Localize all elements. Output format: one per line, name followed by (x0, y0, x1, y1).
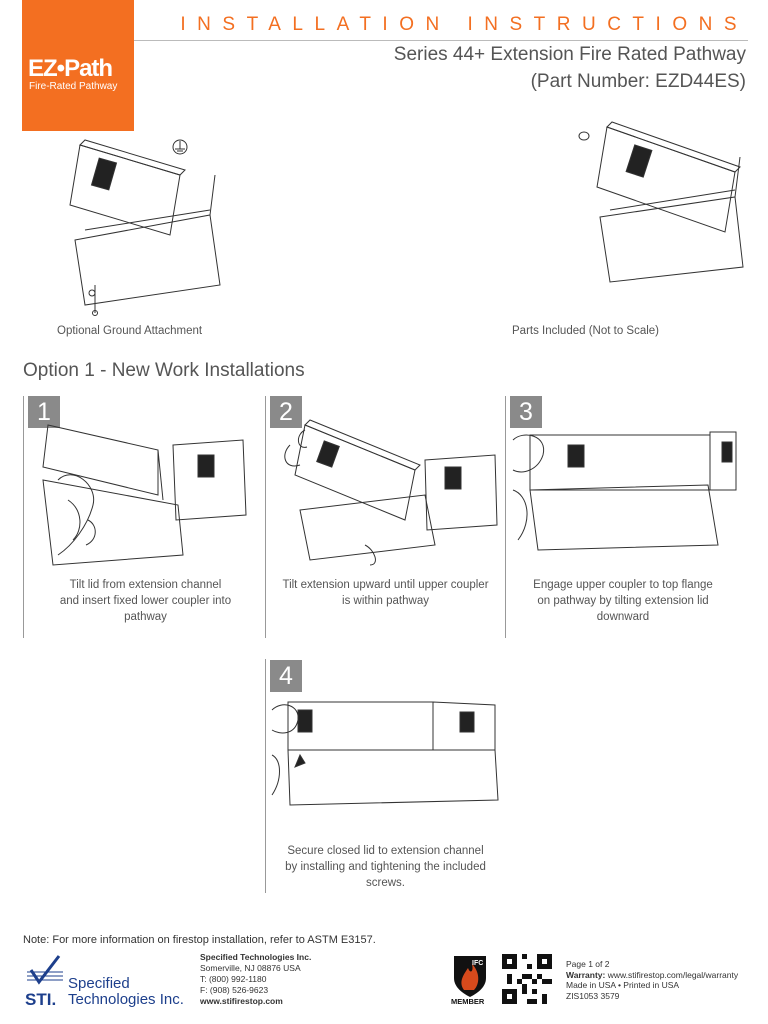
page-number: Page 1 of 2 (566, 959, 610, 969)
step-2-illustration (284, 419, 498, 566)
step-1-illustration (42, 424, 247, 566)
sti-name: Specified Technologies Inc. (68, 976, 184, 1008)
step-2-number: 2 (270, 396, 302, 428)
sti-mark: STI. (25, 990, 57, 1009)
member-label: MEMBER (451, 997, 485, 1006)
company-phone: T: (800) 992-1180 (200, 974, 267, 984)
warranty-link[interactable]: www.stifirestop.com/legal/warranty (607, 969, 739, 980)
step-3-line-1: Engage upper coupler to top flange (533, 579, 713, 591)
header-rule (134, 40, 748, 41)
ifc-badge-icon (454, 956, 486, 997)
step-4-line-3: screws. (366, 877, 405, 889)
step-2-line-1: Tilt extension upward until upper couple… (282, 579, 489, 591)
parts-included-illustration (578, 121, 744, 283)
parts-caption: Parts Included (Not to Scale) (512, 325, 660, 337)
step-3-illustration (512, 431, 737, 551)
step-3-line-2: on pathway by tilting extension lid (537, 595, 709, 607)
section-title: Option 1 - New Work Installations (23, 360, 305, 381)
step-1-line-2: and insert fixed lower coupler into (59, 595, 232, 607)
step-1-number: 1 (28, 396, 60, 428)
step-4-number: 4 (270, 660, 302, 692)
company-web[interactable]: www.stifirestop.com (200, 996, 283, 1006)
step-4-line-1: Secure closed lid to extension channel (287, 845, 484, 857)
doc-kicker: INSTALLATION INSTRUCTIONS (180, 14, 748, 35)
step-3-text: Engage upper coupler to top flange on pa… (508, 577, 738, 625)
warranty-label: Warranty: (566, 969, 606, 980)
page-info: Page 1 of 2 Warranty: www.stifirestop.co… (566, 959, 738, 1001)
step-3-divider (505, 396, 506, 638)
step-4-line-2: by installing and tightening the include… (285, 861, 486, 873)
qr-code-icon[interactable] (502, 954, 552, 1004)
step-4-illustration (271, 701, 499, 806)
step-3-line-3: downward (596, 611, 650, 623)
step-1-text: Tilt lid from extension channel and inse… (28, 577, 263, 625)
company-address: Specified Technologies Inc. Somerville, … (200, 952, 311, 1007)
sti-checkmark-icon (27, 955, 63, 985)
ground-attachment-illustration (69, 139, 221, 316)
firestop-note: Note: For more information on firestop i… (23, 934, 376, 946)
company-fax: F: (908) 526-9623 (200, 985, 269, 995)
doc-title: Series 44+ Extension Fire Rated Pathway (393, 44, 746, 65)
step-1-line-3: pathway (124, 611, 167, 623)
step-4-text: Secure closed lid to extension channel b… (268, 843, 503, 891)
ifc-label: IFC (472, 960, 484, 967)
company-city: Somerville, NJ 08876 USA (200, 963, 301, 973)
part-number: (Part Number: EZD44ES) (530, 71, 746, 92)
sti-name-1: Specified (68, 975, 130, 992)
step-4-divider (265, 659, 266, 893)
step-2-line-2: is within pathway (342, 595, 429, 607)
doc-code: ZIS1053 3579 (566, 990, 620, 1001)
step-1-line-1: Tilt lid from extension channel (69, 579, 222, 591)
ezpath-logo: EZ•Path Fire-Rated Pathway (22, 0, 134, 131)
step-3-number: 3 (510, 396, 542, 428)
logo-brand: EZ•Path (28, 55, 113, 82)
sti-name-2: Technologies Inc. (68, 991, 184, 1008)
made-in: Made in USA • Printed in USA (566, 980, 680, 990)
ground-caption: Optional Ground Attachment (57, 325, 203, 337)
company-name: Specified Technologies Inc. (200, 952, 312, 962)
logo-tagline: Fire-Rated Pathway (29, 81, 118, 92)
step-1-divider (23, 396, 24, 638)
step-2-divider (265, 396, 266, 638)
step-2-text: Tilt extension upward until upper couple… (268, 577, 503, 609)
